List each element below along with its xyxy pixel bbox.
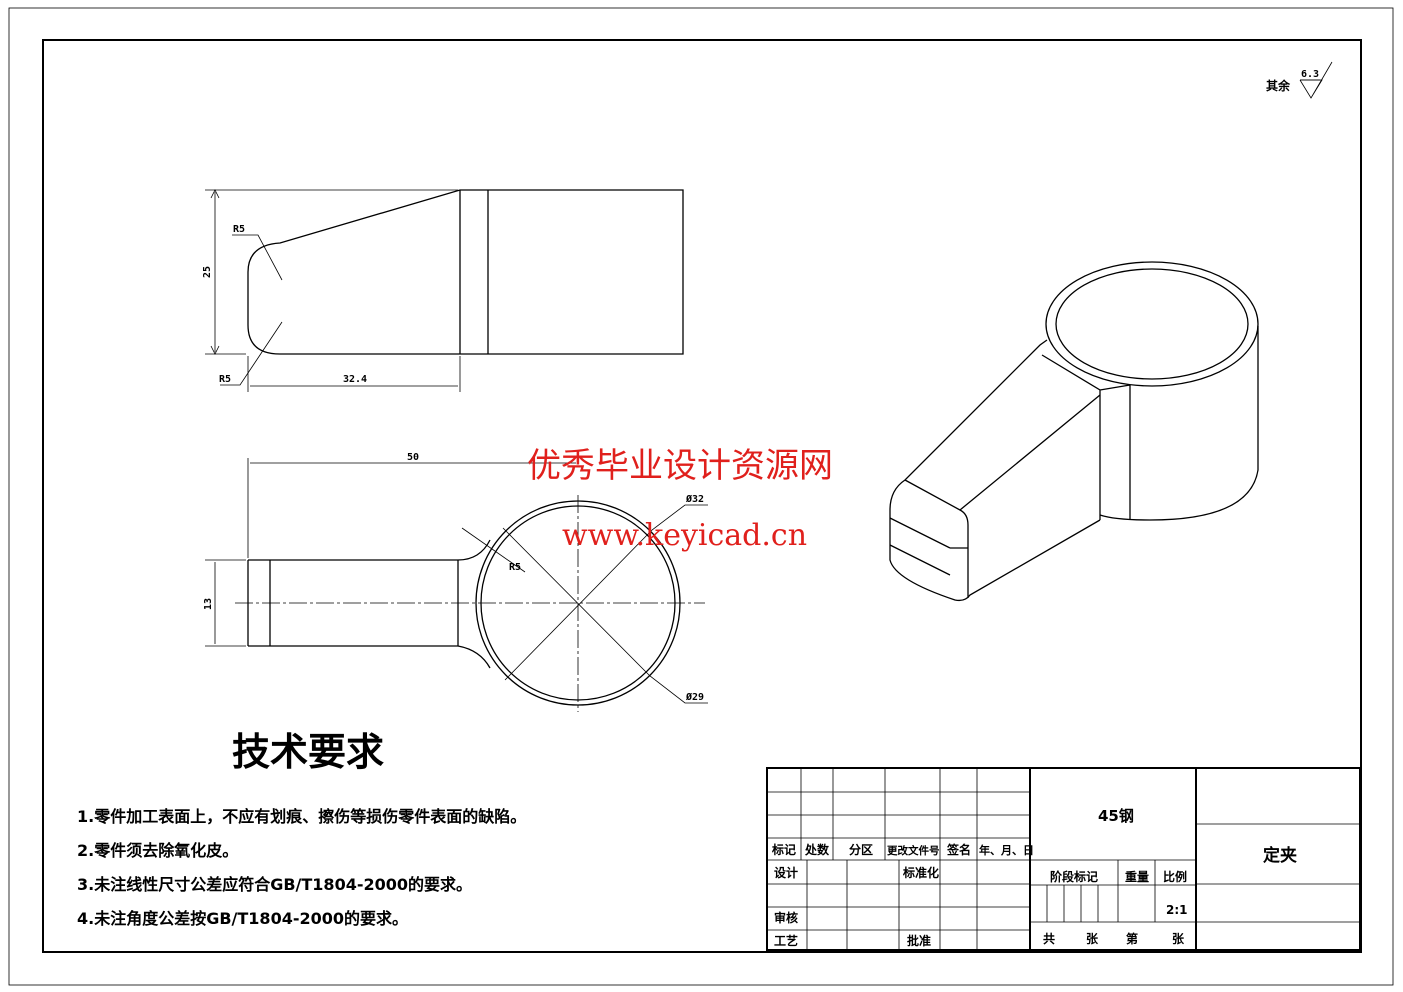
label-weight: 重量	[1125, 869, 1149, 884]
tech-req-item: 1.零件加工表面上，不应有划痕、擦伤等损伤零件表面的缺陷。	[77, 807, 526, 826]
dim-fillet: R5	[509, 562, 521, 573]
tech-req-item: 2.零件须去除氧化皮。	[77, 841, 238, 860]
label-standardization: 标准化	[902, 865, 939, 880]
dim-50: 50	[407, 452, 419, 463]
front-view: 25 32.4 R5 R5	[202, 189, 684, 392]
header-change-doc: 更改文件号	[887, 844, 940, 857]
label-total: 共	[1043, 931, 1055, 946]
roughness-label: 其余	[1266, 78, 1291, 93]
dim-dia-32: Ø32	[685, 493, 704, 505]
label-design: 设计	[774, 865, 798, 880]
tech-req-item: 4.未注角度公差按GB/T1804-2000的要求。	[77, 909, 408, 928]
inner-border	[42, 39, 1362, 953]
top-view: 50 13 Ø29 Ø32 R5	[203, 452, 708, 712]
label-review: 审核	[774, 910, 798, 925]
watermark-title: 优秀毕业设计资源网	[527, 446, 833, 486]
dim-height: 25	[202, 266, 213, 278]
part-name: 定夹	[1263, 845, 1297, 866]
tech-req-item: 3.未注线性尺寸公差应符合GB/T1804-2000的要求。	[77, 875, 472, 894]
label-approve: 批准	[907, 933, 931, 948]
label-sheets: 张	[1086, 931, 1099, 946]
isometric-view	[889, 261, 1259, 602]
dim-length: 32.4	[343, 374, 367, 385]
outer-border	[8, 7, 1394, 986]
header-count: 处数	[804, 842, 830, 857]
header-signature: 签名	[946, 842, 971, 857]
header-date: 年、月、日	[979, 843, 1034, 857]
header-mark: 标记	[771, 842, 796, 857]
label-sheets-2: 张	[1172, 931, 1185, 946]
dim-13: 13	[203, 598, 214, 610]
dim-radius-bottom: R5	[219, 374, 231, 385]
roughness-value: 6.3	[1301, 69, 1319, 80]
label-stage-mark: 阶段标记	[1050, 869, 1098, 884]
scale-value: 2:1	[1166, 903, 1188, 917]
label-sheet-no: 第	[1126, 931, 1138, 946]
label-scale: 比例	[1163, 869, 1187, 884]
technical-requirements: 技术要求 1.零件加工表面上，不应有划痕、擦伤等损伤零件表面的缺陷。 2.零件须…	[77, 730, 526, 928]
watermark-url: www.keyicad.cn	[562, 518, 807, 553]
dim-radius-top: R5	[233, 224, 245, 235]
tech-req-title: 技术要求	[232, 730, 384, 774]
header-zone: 分区	[849, 842, 873, 857]
material: 45钢	[1098, 807, 1134, 825]
roughness-symbol: 其余 6.3	[1266, 61, 1333, 99]
label-process: 工艺	[774, 933, 798, 948]
dim-dia-29: Ø29	[685, 691, 704, 703]
title-block: 标记 处数 分区 更改文件号 签名 年、月、日 设计 标准化 审核 工艺 批准 …	[766, 767, 1361, 951]
